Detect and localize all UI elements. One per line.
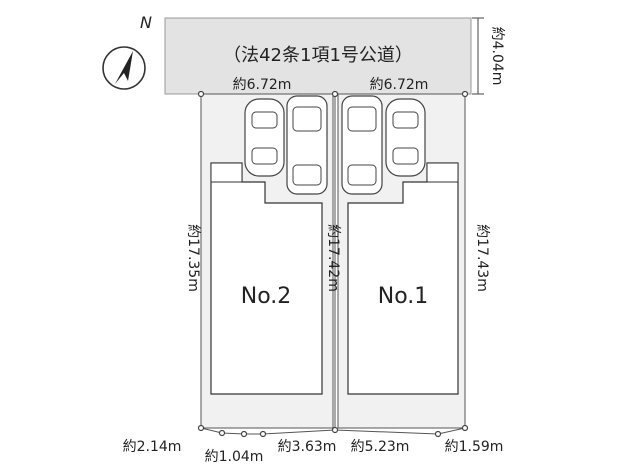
lot-no2-label: No.2: [241, 284, 292, 309]
bottom-dim-b: 約1.04m: [205, 449, 264, 465]
frontage-left-label: 約6.72m: [233, 77, 292, 93]
road-width-label: 約4.04m: [489, 27, 505, 86]
road-label: （法42条1項1号公道）: [223, 45, 413, 66]
lot-no1-label: No.1: [378, 284, 429, 309]
car-icon: [286, 95, 328, 195]
house-no2-porch: [210, 162, 243, 183]
car-icon: [341, 95, 383, 195]
north-label: N: [140, 13, 152, 32]
car-icon: [244, 98, 285, 177]
bottom-dim-d: 約5.23m: [351, 439, 410, 455]
bottom-dim-a: 約2.14m: [123, 439, 182, 455]
boundary-markers: [197, 90, 469, 438]
road-area: [164, 17, 472, 95]
lot-no2-depth-label: 約17.35m: [185, 224, 201, 292]
house-no1-porch: [426, 162, 459, 183]
frontage-right-label: 約6.72m: [370, 77, 429, 93]
lot-boundary-depth-label: 約17.42m: [325, 224, 341, 292]
lot-no1-depth-label: 約17.43m: [474, 224, 490, 292]
north-arrow-icon: N: [102, 13, 152, 90]
bottom-dim-c: 約3.63m: [278, 439, 337, 455]
car-icon: [385, 98, 426, 177]
bottom-dim-e: 約1.59m: [445, 439, 504, 455]
